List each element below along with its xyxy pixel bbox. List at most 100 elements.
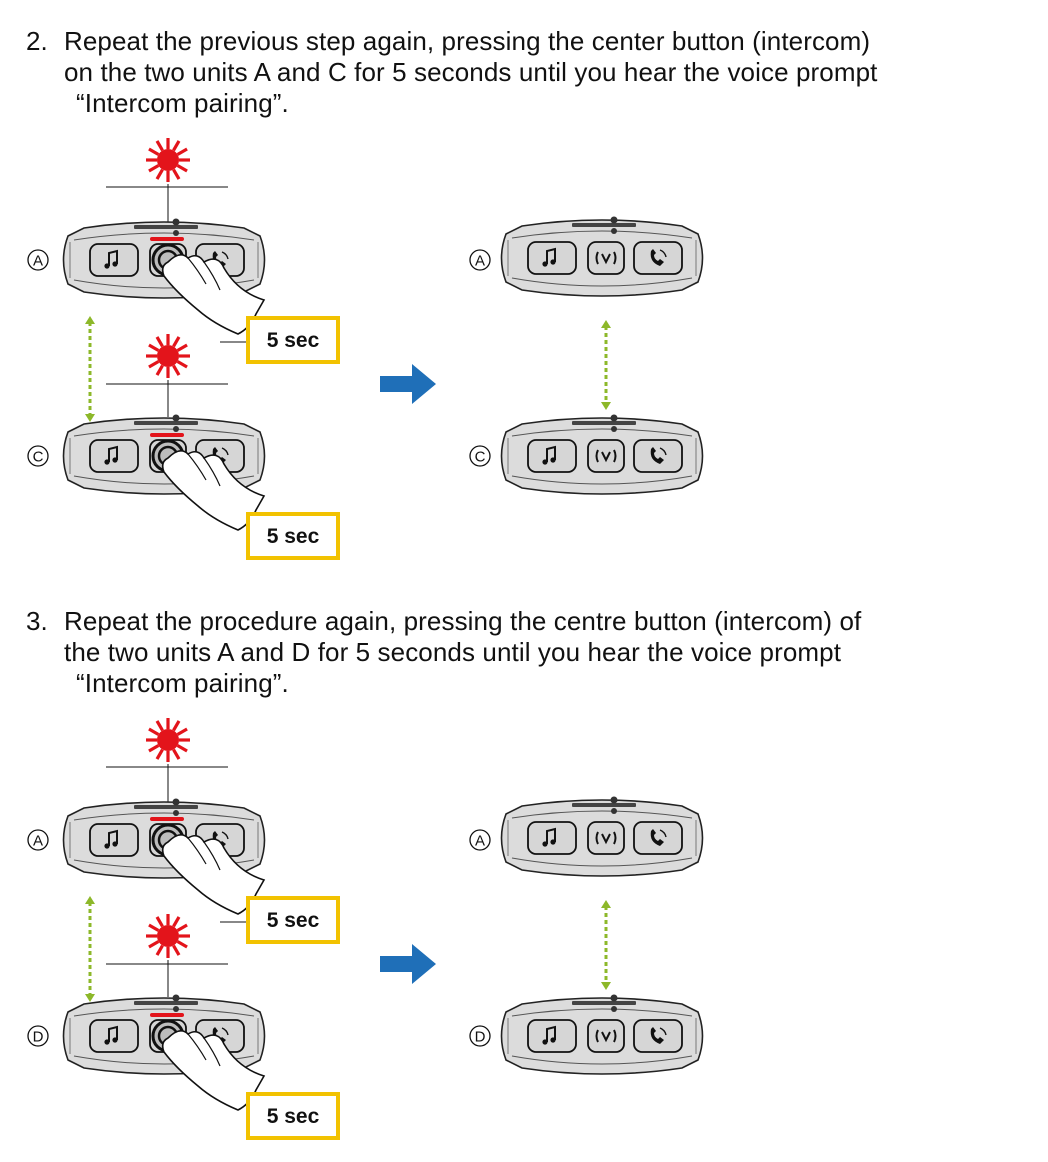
hand-press-icon bbox=[161, 254, 266, 335]
hold-duration-text: 5 sec bbox=[267, 525, 320, 548]
hold-duration-text: 5 sec bbox=[267, 329, 320, 352]
intercom-icon bbox=[595, 1029, 617, 1043]
hand-press-icon bbox=[161, 1030, 266, 1111]
unit-letter: C bbox=[475, 449, 486, 466]
phone-button bbox=[633, 439, 683, 473]
unit-letter: A bbox=[33, 253, 43, 270]
instruction-line: “Intercom pairing”. bbox=[76, 668, 289, 698]
unit-letter-badge: A bbox=[27, 829, 49, 851]
phone-icon bbox=[650, 249, 667, 266]
brand-logo bbox=[572, 421, 636, 425]
intercom-button bbox=[587, 439, 625, 473]
intercom-unit bbox=[500, 994, 704, 1075]
led-indicator bbox=[150, 433, 184, 437]
intercom-icon bbox=[595, 831, 617, 845]
hold-duration-text: 5 sec bbox=[267, 1105, 320, 1128]
unit-letter: D bbox=[33, 1029, 44, 1046]
hold-duration-text: 5 sec bbox=[267, 909, 320, 932]
phone-button bbox=[633, 821, 683, 855]
music-icon bbox=[542, 247, 556, 267]
instruction-line: “Intercom pairing”. bbox=[76, 88, 289, 118]
led-blink-icon bbox=[146, 718, 190, 762]
arrow-right-icon bbox=[380, 944, 436, 984]
music-button bbox=[89, 243, 139, 277]
unit-letter: A bbox=[33, 833, 43, 850]
brand-logo bbox=[134, 421, 198, 425]
led-indicator bbox=[150, 817, 184, 821]
intercom-unit bbox=[500, 414, 704, 495]
music-icon bbox=[104, 1025, 118, 1045]
unit-letter: C bbox=[33, 449, 44, 466]
music-icon bbox=[104, 445, 118, 465]
brand-logo bbox=[134, 225, 198, 229]
led-blink-icon bbox=[146, 334, 190, 378]
instruction-line: Repeat the procedure again, pressing the… bbox=[64, 606, 862, 636]
music-button bbox=[89, 1019, 139, 1053]
music-icon bbox=[542, 445, 556, 465]
unit-letter: D bbox=[475, 1029, 486, 1046]
music-icon bbox=[542, 1025, 556, 1045]
hold-duration-label: 5 sec bbox=[246, 1092, 340, 1140]
step-number: 3. bbox=[26, 606, 48, 636]
unit-letter-badge: A bbox=[27, 249, 49, 271]
unit-letter-badge: C bbox=[469, 445, 491, 467]
pairing-link-icon bbox=[601, 900, 611, 990]
pairing-link-icon bbox=[85, 896, 95, 1002]
brand-logo bbox=[572, 223, 636, 227]
unit-letter-badge: A bbox=[469, 249, 491, 271]
hold-duration-label: 5 sec bbox=[246, 316, 340, 364]
brand-logo bbox=[134, 1001, 198, 1005]
pairing-link-icon bbox=[601, 320, 611, 410]
music-button bbox=[527, 1019, 577, 1053]
unit-letter: A bbox=[475, 833, 485, 850]
unit-letter-badge: A bbox=[469, 829, 491, 851]
instruction-line: the two units A and D for 5 seconds unti… bbox=[64, 637, 842, 667]
music-button bbox=[89, 439, 139, 473]
brand-logo bbox=[572, 803, 636, 807]
phone-icon bbox=[650, 829, 667, 846]
led-indicator bbox=[150, 1013, 184, 1017]
hold-duration-label: 5 sec bbox=[246, 512, 340, 560]
brand-logo bbox=[134, 805, 198, 809]
unit-letter: A bbox=[475, 253, 485, 270]
intercom-unit bbox=[500, 796, 704, 877]
intercom-icon bbox=[595, 251, 617, 265]
led-blink-icon bbox=[146, 914, 190, 958]
hold-duration-label: 5 sec bbox=[246, 896, 340, 944]
hand-press-icon bbox=[161, 450, 266, 531]
hand-press-icon bbox=[161, 834, 266, 915]
intercom-button bbox=[587, 821, 625, 855]
music-icon bbox=[104, 249, 118, 269]
intercom-button bbox=[587, 241, 625, 275]
pairing-link-icon bbox=[85, 316, 95, 422]
phone-icon bbox=[650, 1027, 667, 1044]
brand-logo bbox=[572, 1001, 636, 1005]
unit-letter-badge: D bbox=[27, 1025, 49, 1047]
phone-icon bbox=[650, 447, 667, 464]
intercom-button bbox=[587, 1019, 625, 1053]
music-button bbox=[527, 821, 577, 855]
music-button bbox=[527, 241, 577, 275]
music-icon bbox=[104, 829, 118, 849]
phone-button bbox=[633, 1019, 683, 1053]
unit-letter-badge: C bbox=[27, 445, 49, 467]
arrow-right-icon bbox=[380, 364, 436, 404]
music-button bbox=[527, 439, 577, 473]
music-button bbox=[89, 823, 139, 857]
instruction-line: on the two units A and C for 5 seconds u… bbox=[64, 57, 878, 87]
step-number: 2. bbox=[26, 26, 48, 56]
unit-letter-badge: D bbox=[469, 1025, 491, 1047]
led-indicator bbox=[150, 237, 184, 241]
instruction-line: Repeat the previous step again, pressing… bbox=[64, 26, 871, 56]
led-blink-icon bbox=[146, 138, 190, 182]
intercom-icon bbox=[595, 449, 617, 463]
phone-button bbox=[633, 241, 683, 275]
intercom-unit bbox=[500, 216, 704, 297]
music-icon bbox=[542, 827, 556, 847]
